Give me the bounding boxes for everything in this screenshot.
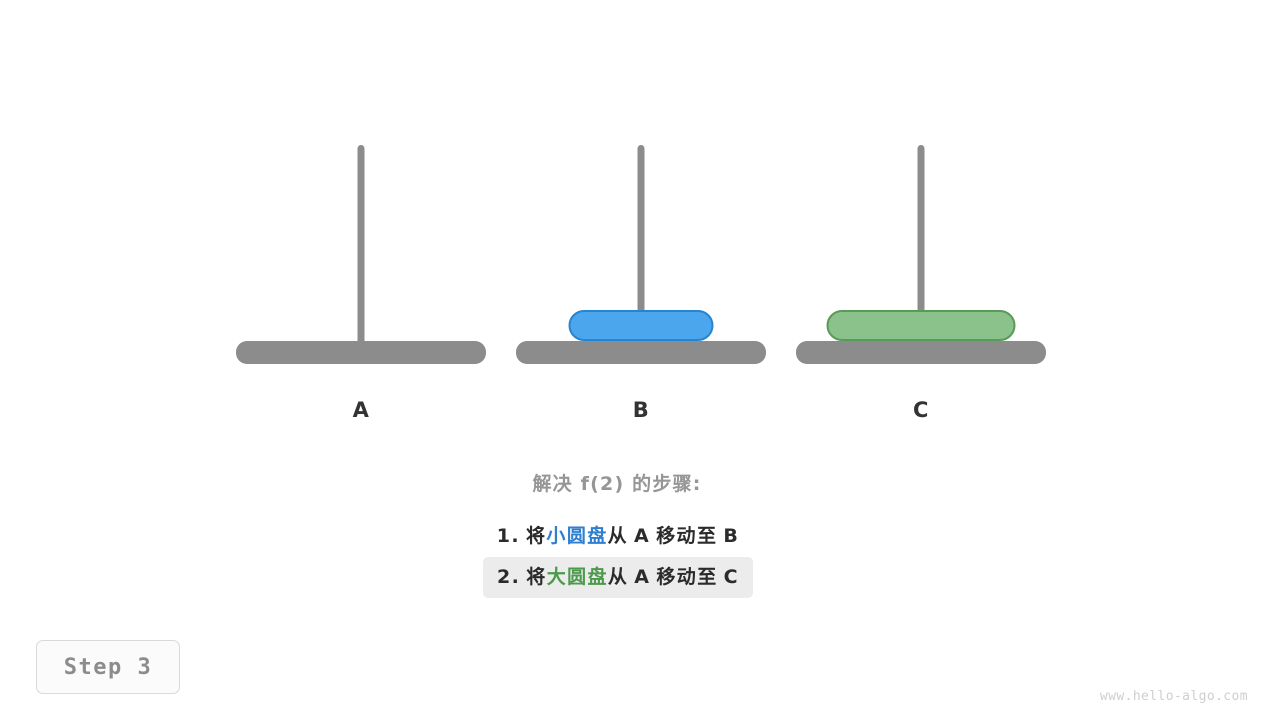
step-2-object: 大圆盘 <box>546 566 608 588</box>
pillar-label-a: A <box>352 398 370 422</box>
pole-b <box>637 145 645 348</box>
pole-c <box>917 145 925 348</box>
disk-large-green <box>826 310 1016 341</box>
step-1-to-peg: B <box>723 525 740 547</box>
disk-small-blue <box>568 310 714 341</box>
step-2-index: 2. <box>497 566 521 588</box>
step-1-object: 小圆盘 <box>546 525 608 547</box>
step-2-verb: 将 <box>526 566 547 588</box>
step-2-to-peg: C <box>723 566 739 588</box>
base-a <box>236 341 486 364</box>
pillar-c: C <box>796 115 1046 422</box>
step-1-move-word: 移动至 <box>656 525 718 547</box>
pillar-label-b: B <box>632 398 650 422</box>
step-1-from-word: 从 <box>607 525 629 547</box>
pillar-a: A <box>236 115 486 422</box>
step-2-move-word: 移动至 <box>656 566 718 588</box>
base-b <box>516 341 766 364</box>
step-1-index: 1. <box>496 525 521 547</box>
step-1-from-peg: A <box>634 525 651 547</box>
watermark: www.hello-algo.com <box>1099 689 1248 704</box>
step-2-from-word: 从 <box>607 566 629 588</box>
caption-title: 解决 f(2) 的步骤: <box>532 473 702 495</box>
hanoi-towers-diagram: A B C <box>236 115 1046 422</box>
pillar-b: B <box>516 115 766 422</box>
base-c <box>796 341 1046 364</box>
pole-a <box>357 145 365 348</box>
pillar-label-c: C <box>913 398 929 422</box>
step-badge: Step 3 <box>36 640 180 694</box>
step-1-verb: 将 <box>526 525 547 547</box>
step-2-from-peg: A <box>634 566 651 588</box>
